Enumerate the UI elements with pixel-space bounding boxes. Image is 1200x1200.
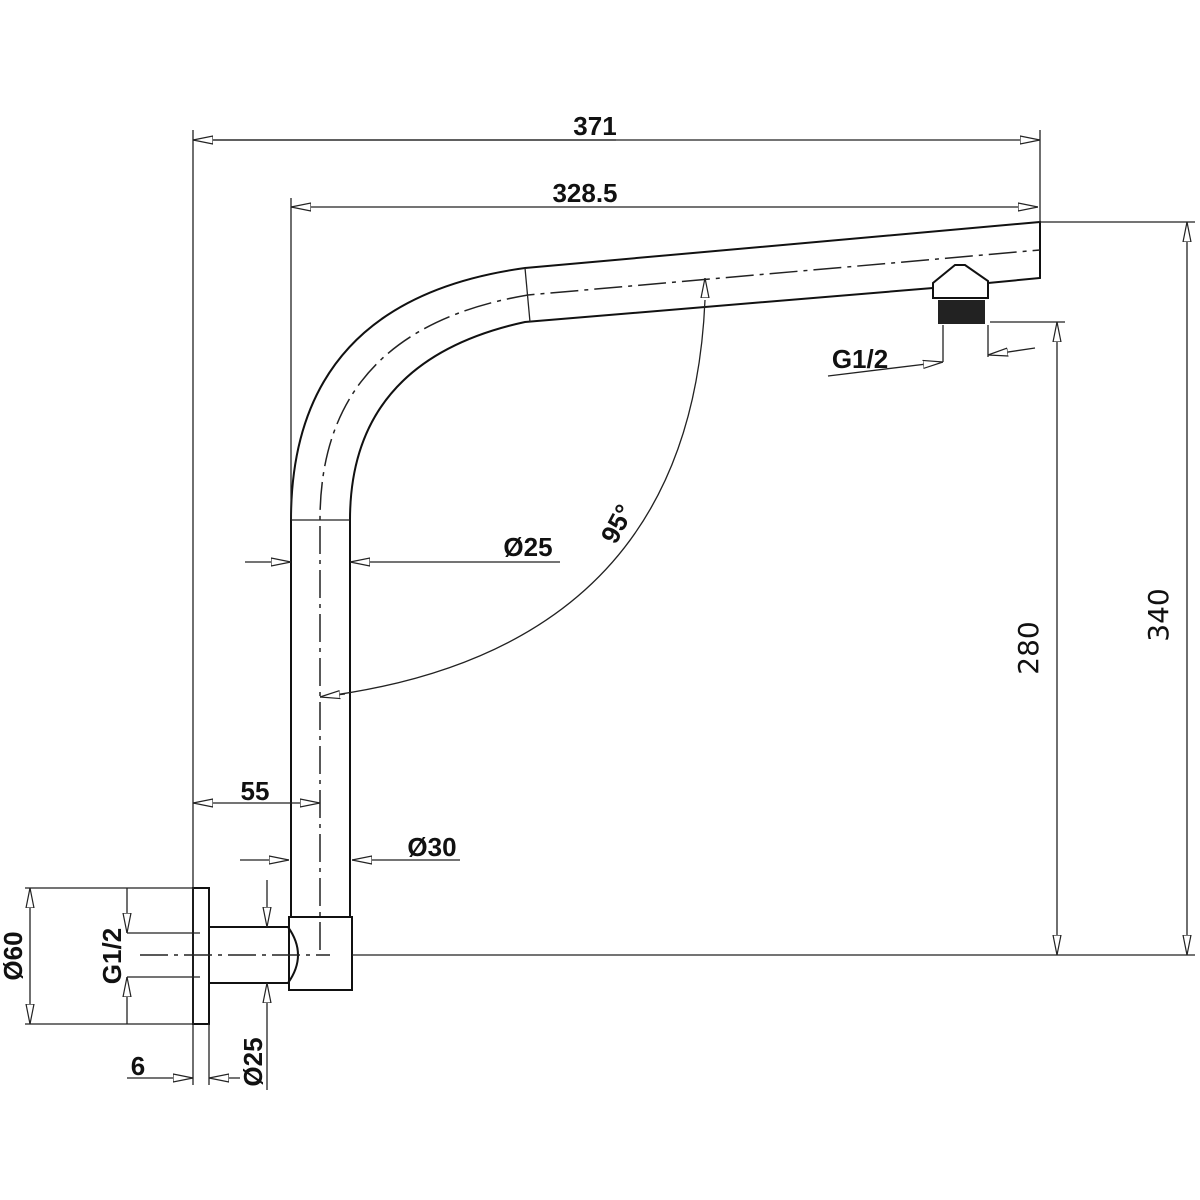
dim-flange-thickness: 6: [131, 1051, 145, 1081]
dim-inlet-thread: G1/2: [97, 928, 127, 984]
nozzle: [932, 264, 989, 299]
wall-flange: [192, 887, 210, 1025]
thread-hatch: [938, 300, 985, 324]
dim-inlet-pipe-diameter: Ø25: [238, 1037, 268, 1086]
dim-bend-angle: 95°: [595, 499, 640, 548]
shower-arm: [140, 220, 1041, 1025]
dimension-lines: [25, 130, 1195, 1090]
dim-arm-length: 328.5: [552, 178, 617, 208]
dim-flange-diameter: Ø60: [0, 931, 28, 980]
dim-elbow-diameter: Ø30: [407, 832, 456, 862]
dim-outlet-height: 280: [1012, 621, 1045, 674]
dim-wall-offset: 55: [241, 776, 270, 806]
dim-outlet-thread: G1/2: [832, 344, 888, 374]
dim-overall-width: 371: [573, 111, 616, 141]
dim-arm-diameter: Ø25: [503, 532, 552, 562]
dim-overall-height: 340: [1142, 588, 1175, 641]
